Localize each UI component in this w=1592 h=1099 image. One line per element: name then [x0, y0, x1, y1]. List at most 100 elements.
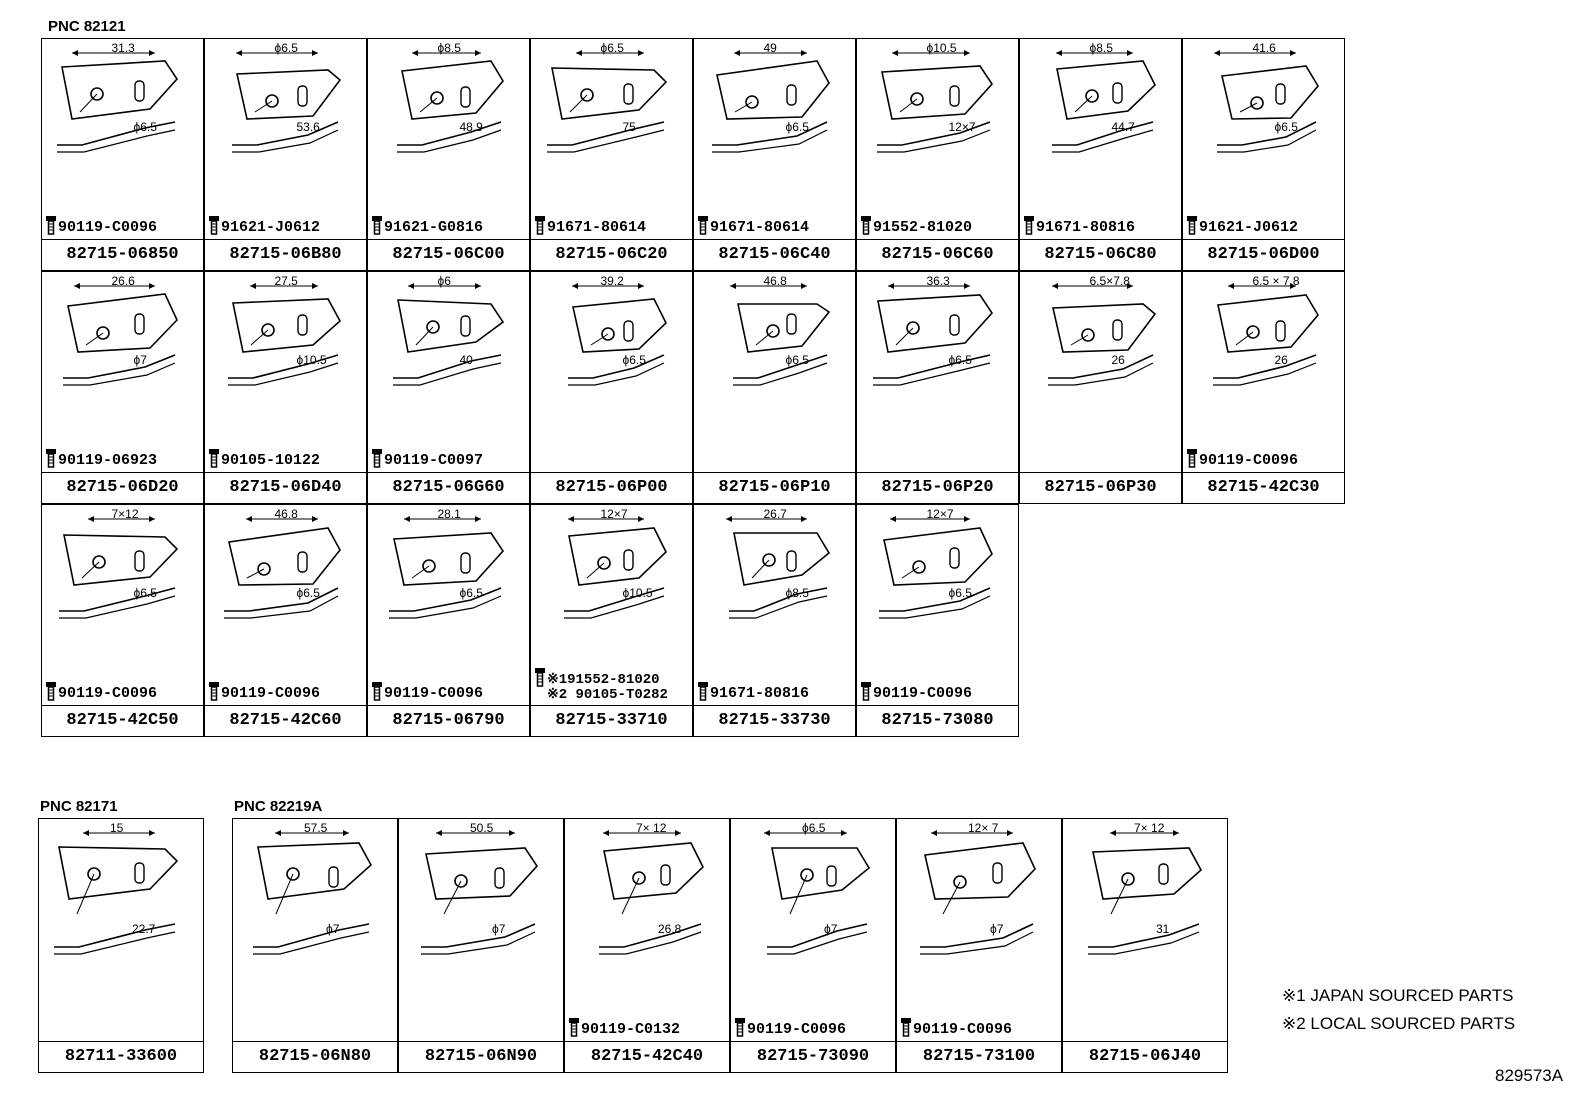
part-number[interactable]: 82715-06D40	[205, 472, 366, 503]
bolt-icon	[209, 449, 219, 468]
bolt-part-number[interactable]: 90119-C0096	[209, 681, 320, 702]
part-number[interactable]: 82715-06N90	[399, 1041, 563, 1072]
part-number[interactable]: 82715-06G60	[368, 472, 529, 503]
part-number[interactable]: 82715-42C60	[205, 705, 366, 736]
bolt-icon	[372, 449, 382, 468]
part-number[interactable]: 82715-06P00	[531, 472, 692, 503]
part-number[interactable]: 82715-33710	[531, 705, 692, 736]
bolt-icon	[535, 668, 545, 687]
part-number[interactable]: 82715-06790	[368, 705, 529, 736]
bolt-part-number[interactable]: 90119-C0132	[569, 1017, 680, 1038]
bolt-part-number[interactable]: 90119-C0096	[861, 681, 972, 702]
bolt-icon	[209, 216, 219, 235]
bolt-part-number-alt[interactable]: ※2 90105-T0282	[547, 687, 668, 703]
bolt-part-number[interactable]: 91671-80614	[698, 215, 809, 236]
part-number[interactable]: 82715-06J40	[1063, 1041, 1227, 1072]
dimension-label: ϕ6	[437, 274, 451, 288]
part-number[interactable]: 82715-06P20	[857, 472, 1018, 503]
bolt-icon	[1024, 216, 1034, 235]
bracket-drawing	[564, 516, 667, 619]
part-number[interactable]: 82715-06B80	[205, 239, 366, 270]
part-number[interactable]: 82715-06N80	[233, 1041, 397, 1072]
part-number[interactable]: 82715-06D20	[42, 472, 203, 503]
bolt-part-number[interactable]: 90105-10122	[209, 448, 320, 469]
bolt-part-number[interactable]: 90119-C0096	[46, 681, 157, 702]
part-number[interactable]: 82715-06C20	[531, 239, 692, 270]
bolt-part-number[interactable]: 90119-C0097	[372, 448, 483, 469]
part-number[interactable]: 82715-06P10	[694, 472, 855, 503]
bolt-part-number[interactable]: 91621-J0612	[209, 215, 320, 236]
bracket-drawing	[253, 830, 373, 955]
bolt-part-number[interactable]: 91552-81020	[861, 215, 972, 236]
bracket-drawing	[877, 50, 994, 153]
bracket-drawing	[712, 50, 830, 153]
bolt-part-number[interactable]: ※191552-81020	[535, 667, 660, 688]
part-number[interactable]: 82715-73090	[731, 1041, 895, 1072]
dimension-label: 31	[1156, 922, 1170, 936]
bracket-drawing	[547, 50, 668, 153]
bracket-drawing	[1052, 50, 1156, 153]
dimension-label: ϕ6.5	[802, 821, 826, 835]
part-number[interactable]: 82715-33730	[694, 705, 855, 736]
bolt-part-number[interactable]: 91621-G0816	[372, 215, 483, 236]
bolt-part-number[interactable]: 91671-80816	[698, 681, 809, 702]
dimension-label: ϕ6.5	[133, 586, 157, 600]
dimension-label: ϕ7	[990, 922, 1004, 936]
bracket-drawing	[54, 830, 179, 955]
bolt-part-number[interactable]: 90119-C0096	[735, 1017, 846, 1038]
part-number[interactable]: 82715-06D00	[1183, 239, 1344, 270]
part-number[interactable]: 82715-06P30	[1020, 472, 1181, 503]
part-number[interactable]: 82715-73100	[897, 1041, 1061, 1072]
part-number[interactable]: 82715-42C30	[1183, 472, 1344, 503]
bolt-icon	[46, 449, 56, 468]
bolt-part-number[interactable]: 90119-C0096	[372, 681, 483, 702]
part-number[interactable]: 82711-33600	[39, 1041, 203, 1072]
part-number[interactable]: 82715-06C60	[857, 239, 1018, 270]
bolt-part-number[interactable]: 90119-C0096	[901, 1017, 1012, 1038]
part-number[interactable]: 82715-06C40	[694, 239, 855, 270]
part-cell[interactable]: ϕ6 40 90119-C0097 82715-06G60	[367, 271, 530, 504]
bolt-part-number[interactable]: 90119-06923	[46, 448, 157, 469]
bolt-part-number[interactable]: 91671-80816	[1024, 215, 1135, 236]
part-number[interactable]: 82715-73080	[857, 705, 1018, 736]
dimension-label: ϕ6.5	[274, 41, 298, 55]
part-number[interactable]: 82715-42C50	[42, 705, 203, 736]
bolt-part-number[interactable]: 91671-80614	[535, 215, 646, 236]
part-number[interactable]: 82715-06850	[42, 239, 203, 270]
part-number[interactable]: 82715-06C00	[368, 239, 529, 270]
bolt-part-number[interactable]: 90119-C0096	[46, 215, 157, 236]
bolt-part-number[interactable]: 90119-C0096	[1187, 448, 1298, 469]
dimension-label: 40	[459, 353, 473, 367]
bolt-part-number[interactable]: 91621-J0612	[1187, 215, 1298, 236]
part-number[interactable]: 82715-42C40	[565, 1041, 729, 1072]
part-number[interactable]: 82715-06C80	[1020, 239, 1181, 270]
